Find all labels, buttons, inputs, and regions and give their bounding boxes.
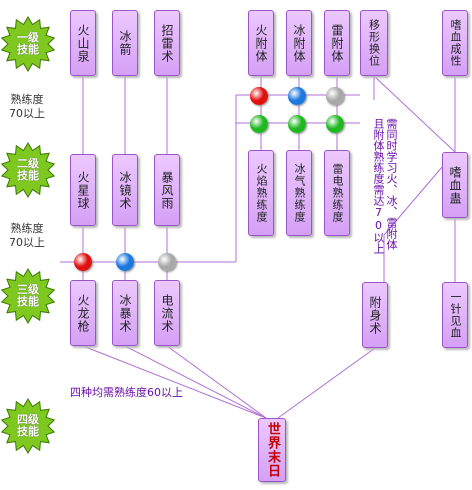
tier-3-label: 三级 技能 xyxy=(17,283,39,308)
connector-final-0 xyxy=(82,345,267,419)
green-orb-1 xyxy=(250,115,268,133)
skill-huoxingqiu[interactable]: 火星球 xyxy=(70,154,96,226)
connector-final-fushen xyxy=(277,347,376,419)
skill-yixinghuanwei[interactable]: 移形换位 xyxy=(360,10,388,76)
skill-fushenshu[interactable]: 附身术 xyxy=(362,282,388,348)
connector-final-1 xyxy=(124,345,267,419)
tier-4-label: 四级 技能 xyxy=(17,413,39,438)
skill-shixuechengxing[interactable]: 嗜血成性 xyxy=(442,10,468,76)
skill-huoyanshuliandu[interactable]: 火焰熟练度 xyxy=(248,150,274,236)
proficiency-label-2: 熟练度 70以上 xyxy=(9,222,45,249)
blue-orb xyxy=(288,87,306,105)
red-orb-tier3 xyxy=(74,253,92,271)
skill-leidianshuliandu[interactable]: 雷电熟练度 xyxy=(324,150,350,236)
green-orb-2 xyxy=(288,115,306,133)
skill-bingqishuliandu[interactable]: 冰气熟练度 xyxy=(286,150,312,236)
tier-2-label: 二级 技能 xyxy=(17,157,39,182)
final-requirement-note: 四种均需熟练度60以上 xyxy=(70,386,183,399)
skill-shixuegu[interactable]: 嗜血蛊 xyxy=(442,152,468,218)
connector-yixing-shixuegu xyxy=(373,75,456,153)
connector-final-2 xyxy=(166,345,267,419)
green-orb-3 xyxy=(326,115,344,133)
tier-1-badge: 一级 技能 xyxy=(0,16,56,72)
attach-requirement-note: 需同时学习火、冰、雷附体 且附体熟练度需达70以上 xyxy=(372,118,398,254)
skill-huoshanquan[interactable]: 火山泉 xyxy=(70,10,96,76)
skill-bingbaoshu[interactable]: 冰暴术 xyxy=(112,280,138,346)
dashed-connectors xyxy=(60,94,360,263)
tier-2-badge: 二级 技能 xyxy=(0,142,56,198)
proficiency-label-1: 熟练度 70以上 xyxy=(9,93,45,120)
skill-baofengyu[interactable]: 暴风雨 xyxy=(154,154,180,226)
tier-1-label: 一级 技能 xyxy=(17,31,39,56)
skill-leifuti[interactable]: 雷附体 xyxy=(324,10,350,76)
gray-orb xyxy=(326,87,344,105)
red-orb xyxy=(250,87,268,105)
skill-zhaoleishu[interactable]: 招雷术 xyxy=(154,10,180,76)
skill-dianliushu[interactable]: 电流术 xyxy=(154,280,180,346)
skill-bingjian[interactable]: 冰箭 xyxy=(112,10,138,76)
skill-huofuti[interactable]: 火附体 xyxy=(248,10,274,76)
solid-connectors xyxy=(82,75,456,419)
skill-bingjingshu[interactable]: 冰镜术 xyxy=(112,154,138,226)
gray-orb-tier3 xyxy=(158,253,176,271)
skill-bingfuti[interactable]: 冰附体 xyxy=(286,10,312,76)
tier-3-badge: 三级 技能 xyxy=(0,268,56,324)
skill-huolongqiang[interactable]: 火龙枪 xyxy=(70,280,96,346)
skill-shijiemori[interactable]: 世界末日 xyxy=(258,418,286,482)
tier-4-badge: 四级 技能 xyxy=(0,398,56,454)
skill-yizhenjianxue[interactable]: 一针见血 xyxy=(442,282,468,348)
blue-orb-tier3 xyxy=(116,253,134,271)
